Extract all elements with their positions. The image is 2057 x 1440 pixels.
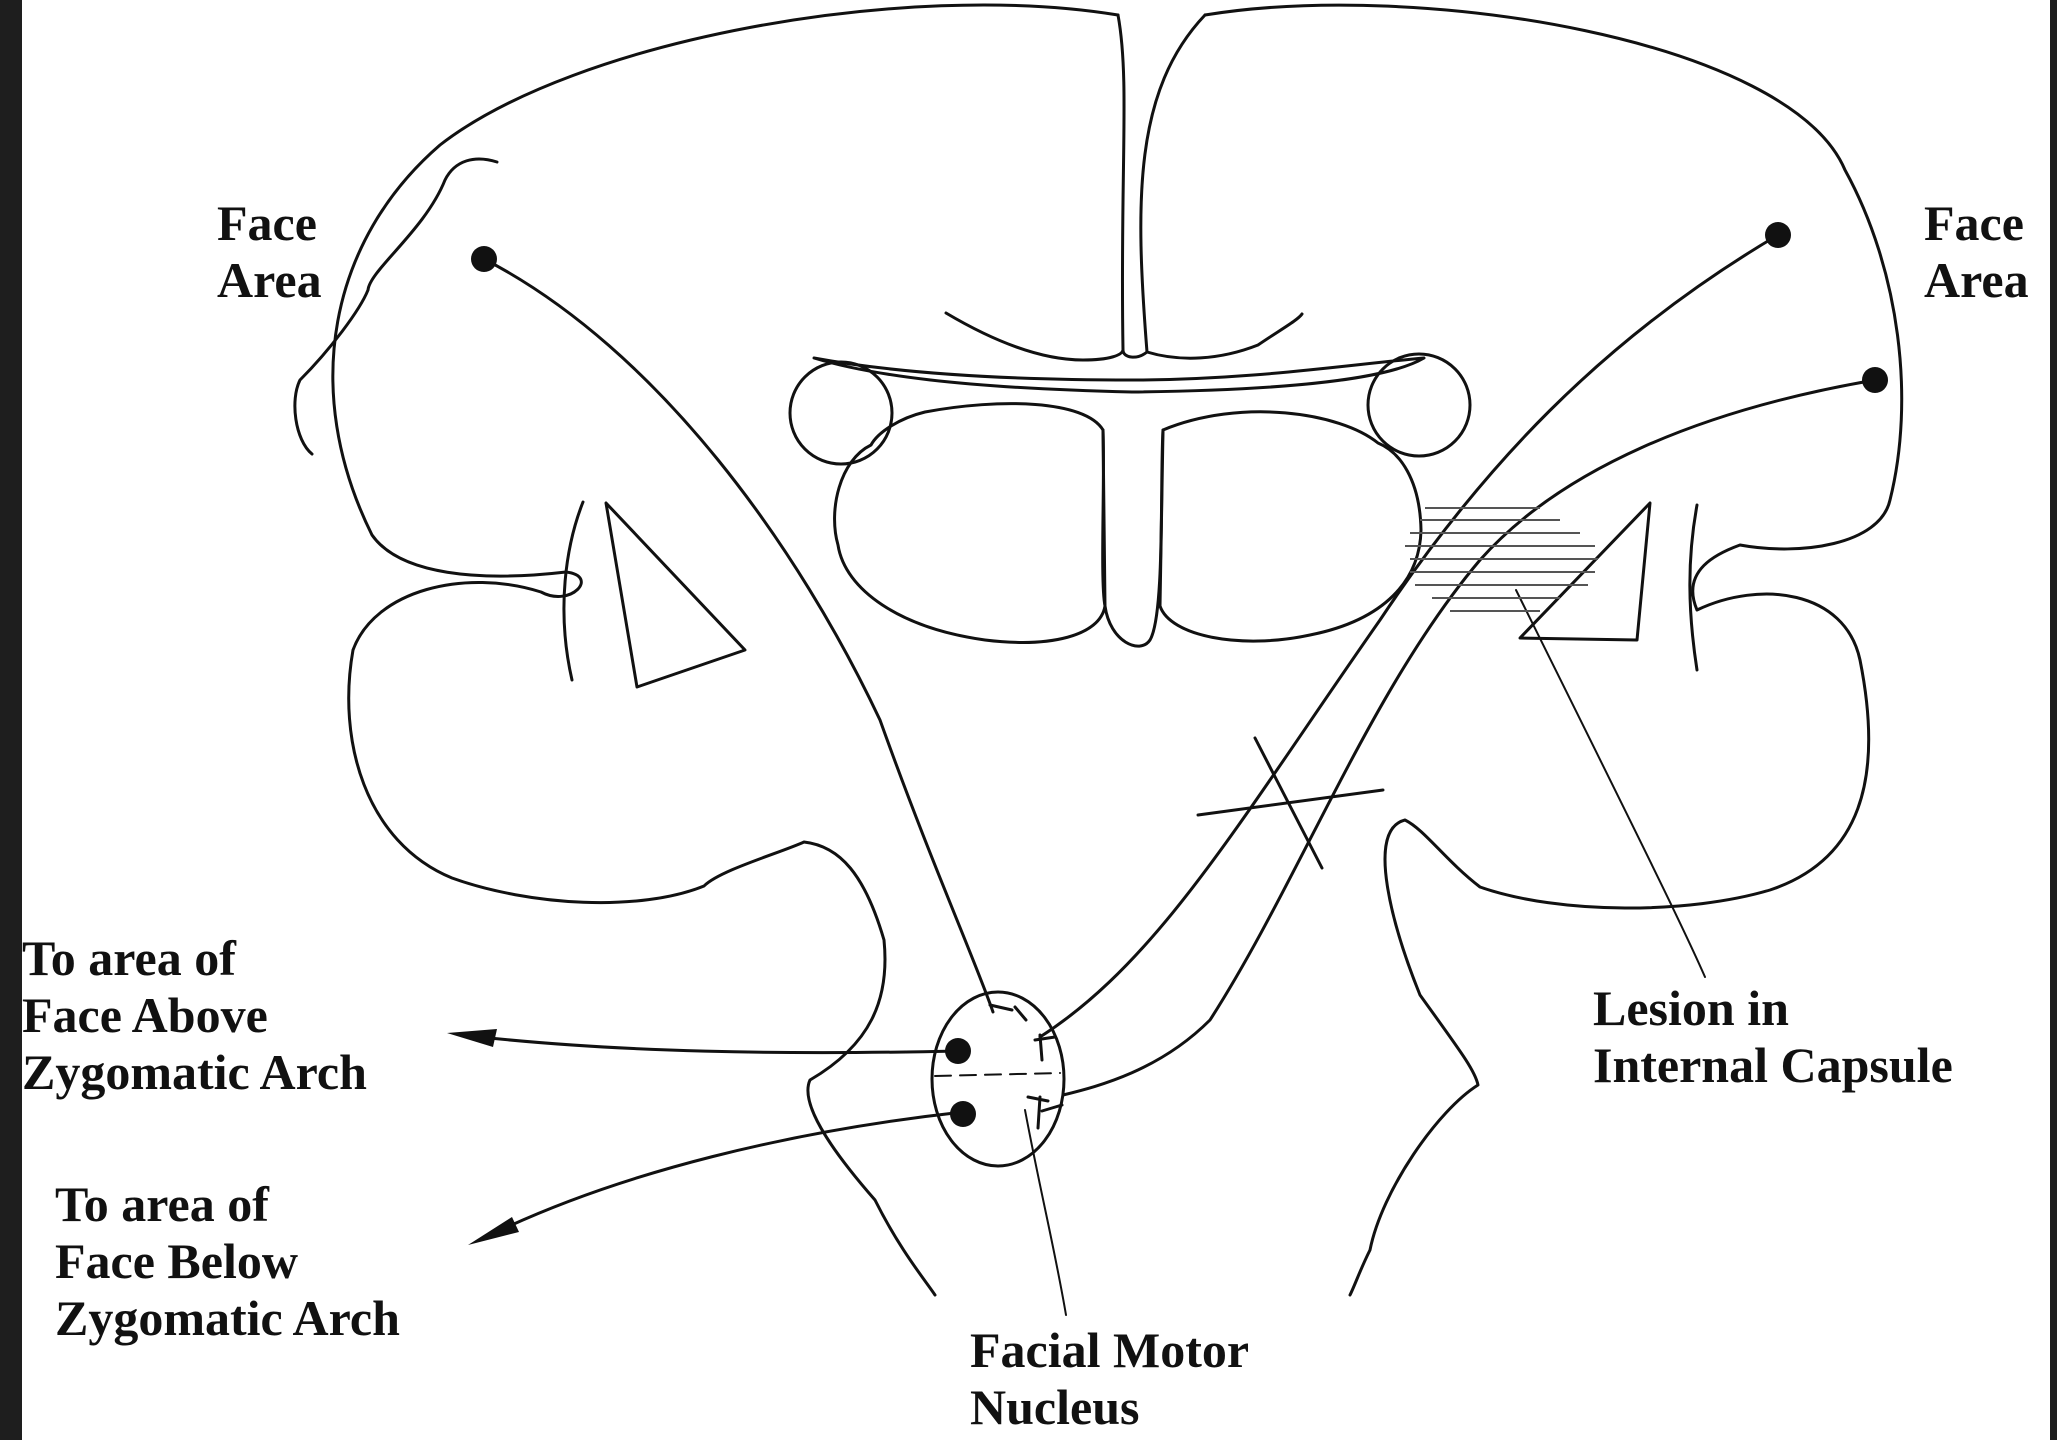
label-lesion: Lesion in Internal Capsule [1593, 980, 1953, 1094]
dot-nucleus-upper [945, 1038, 971, 1064]
label-line: Facial Motor [970, 1322, 1249, 1379]
dot-face-area-left [471, 246, 497, 272]
label-line: Area [217, 252, 322, 309]
label-line: Zygomatic Arch [22, 1044, 367, 1101]
label-line: Face Below [55, 1233, 400, 1290]
dot-face-area-right-lower [1862, 367, 1888, 393]
dot-face-area-right-upper [1765, 222, 1791, 248]
label-above-zygomatic: To area of Face Above Zygomatic Arch [22, 930, 367, 1101]
label-below-zygomatic: To area of Face Below Zygomatic Arch [55, 1176, 400, 1347]
label-line: To area of [22, 930, 367, 987]
label-line: Face [217, 195, 322, 252]
label-line: Area [1924, 252, 2029, 309]
label-line: Nucleus [970, 1379, 1249, 1436]
label-face-area-left: Face Area [217, 195, 322, 309]
label-line: Face [1924, 195, 2029, 252]
dot-nucleus-lower [950, 1101, 976, 1127]
label-line: Internal Capsule [1593, 1037, 1953, 1094]
label-line: To area of [55, 1176, 400, 1233]
label-line: Lesion in [1593, 980, 1953, 1037]
label-line: Zygomatic Arch [55, 1290, 400, 1347]
label-line: Face Above [22, 987, 367, 1044]
label-nucleus: Facial Motor Nucleus [970, 1322, 1249, 1436]
label-face-area-right: Face Area [1924, 195, 2029, 309]
